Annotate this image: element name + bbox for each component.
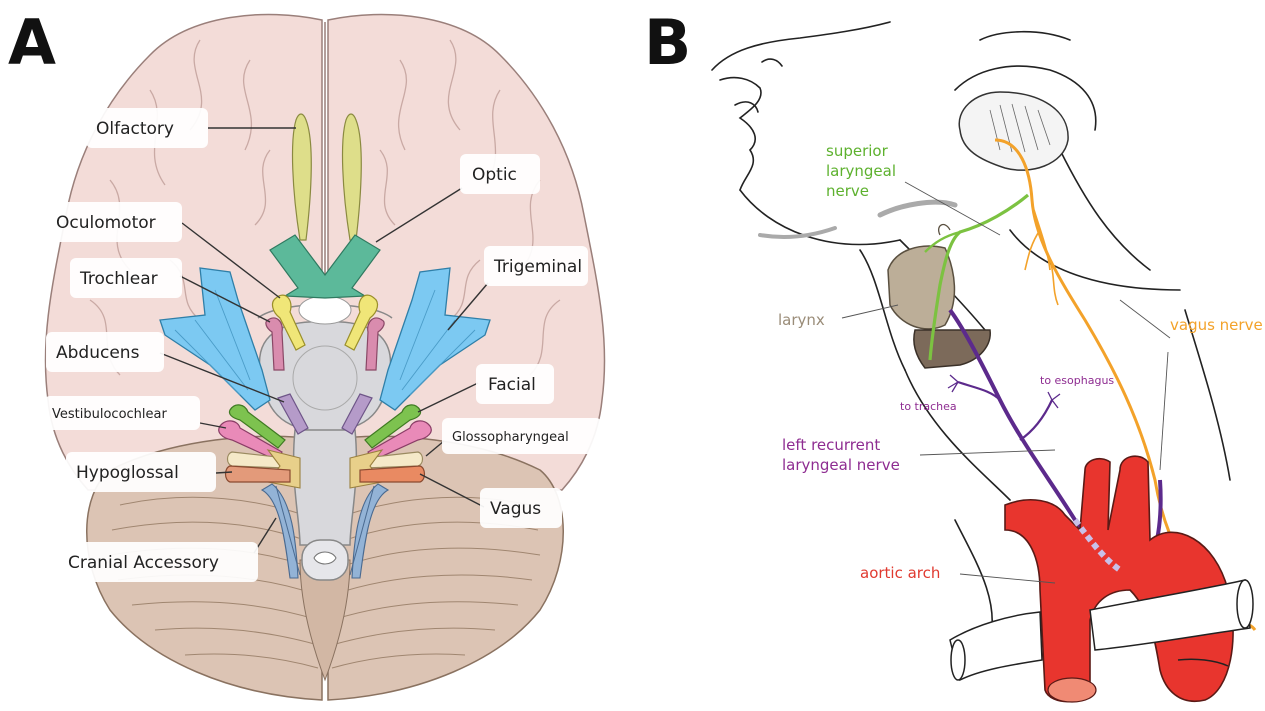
label-aortic-arch: aortic arch — [860, 564, 940, 582]
label-olfactory-text: Olfactory — [96, 119, 174, 139]
label-superior-laryngeal-line3: nerve — [826, 182, 869, 200]
label-abducens: Abducens — [46, 332, 164, 372]
label-glossopharyngeal-text: Glossopharyngeal — [452, 430, 569, 445]
label-left-recurrent-line2: laryngeal nerve — [782, 456, 900, 474]
label-vagus-text: Vagus — [490, 499, 541, 519]
label-trochlear-text: Trochlear — [79, 269, 158, 289]
label-vestibulocochlear: Vestibulocochlear — [44, 396, 200, 430]
label-hypoglossal: Hypoglossal — [66, 452, 216, 492]
label-superior-laryngeal-line2: laryngeal — [826, 162, 896, 180]
label-trigeminal-text: Trigeminal — [493, 257, 582, 277]
label-olfactory: Olfactory — [86, 108, 208, 148]
label-optic: Optic — [460, 154, 540, 194]
label-trigeminal: Trigeminal — [484, 246, 588, 286]
label-oculomotor: Oculomotor — [46, 202, 182, 242]
label-left-recurrent-line1: left recurrent — [782, 436, 880, 454]
panel-a-letter: A — [8, 6, 56, 79]
label-facial-text: Facial — [488, 375, 536, 395]
label-larynx: larynx — [778, 311, 825, 329]
label-cranial-accessory-text: Cranial Accessory — [68, 553, 219, 573]
label-optic-text: Optic — [472, 165, 517, 185]
label-abducens-text: Abducens — [56, 343, 140, 363]
olfactory-nerve — [293, 114, 362, 240]
label-vagus: Vagus — [480, 488, 562, 528]
label-vestibulocochlear-text: Vestibulocochlear — [52, 407, 167, 422]
label-facial: Facial — [476, 364, 554, 404]
panel-b-letter: B — [644, 6, 691, 79]
label-oculomotor-text: Oculomotor — [56, 213, 156, 233]
label-trochlear: Trochlear — [70, 258, 182, 298]
label-glossopharyngeal: Glossopharyngeal — [442, 418, 602, 454]
panel-a: A — [8, 6, 605, 700]
label-cranial-accessory: Cranial Accessory — [58, 542, 258, 582]
label-to-esophagus: to esophagus — [1040, 374, 1114, 387]
aortic-arch — [1005, 456, 1233, 702]
panel-b: B — [644, 6, 1263, 702]
label-to-trachea: to trachea — [900, 400, 957, 413]
label-vagus-nerve: vagus nerve — [1170, 316, 1263, 334]
label-superior-laryngeal-line1: superior — [826, 142, 889, 160]
label-hypoglossal-text: Hypoglossal — [76, 463, 179, 483]
